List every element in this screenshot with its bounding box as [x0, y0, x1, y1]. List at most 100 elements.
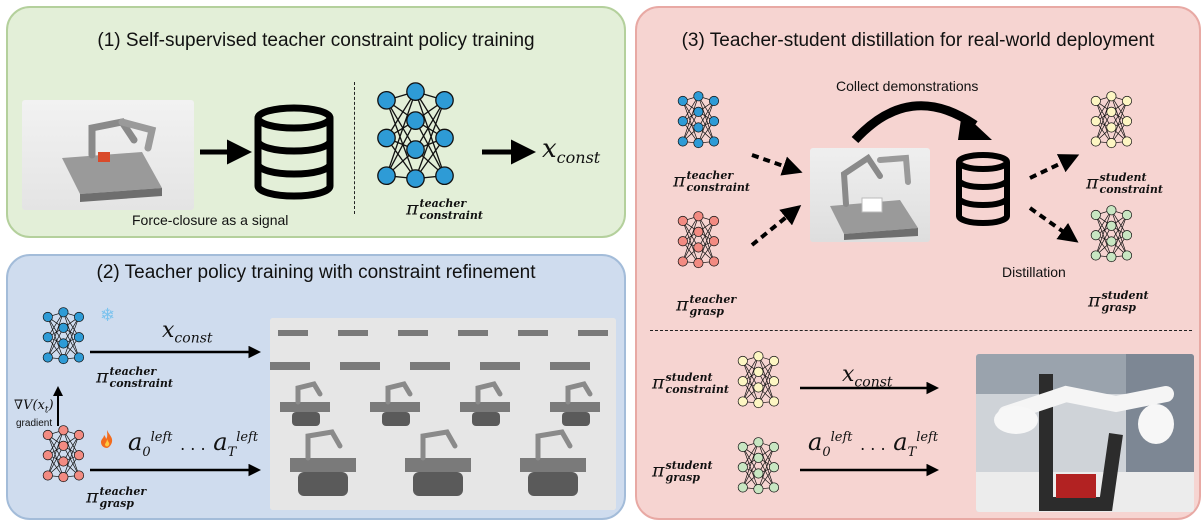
nn-node: [753, 452, 764, 463]
nn-edge: [1111, 111, 1128, 142]
nn-node: [708, 256, 720, 267]
arrow-db-to-student-constraint: [1029, 154, 1080, 180]
parallel-sim-image: [270, 318, 616, 510]
nn-edge: [414, 91, 446, 176]
action-sequence-p2: a0left . . . aTleft: [128, 428, 259, 460]
nn-edge: [698, 220, 715, 248]
nn-node: [677, 215, 688, 226]
nn-node: [1090, 209, 1101, 220]
nn-node: [693, 226, 704, 237]
sim-robot-drawing: [62, 118, 162, 202]
nn-edge: [698, 111, 715, 142]
nn-node: [768, 376, 780, 387]
nn-node: [406, 82, 425, 101]
nn-teacher-grasp: [42, 425, 85, 483]
nn-edge: [63, 445, 80, 476]
nn-node: [377, 90, 396, 110]
nn-edge: [47, 316, 64, 360]
nn-edge: [1111, 214, 1128, 258]
nn-node: [58, 307, 69, 318]
nn-student-constraint: [1090, 91, 1133, 149]
nn-edge: [47, 445, 64, 476]
nn-edge: [1095, 100, 1112, 144]
sim-robot-image: [22, 100, 194, 210]
nn-node: [406, 111, 425, 130]
nn-node: [693, 106, 704, 117]
nn-edge: [1111, 100, 1128, 128]
nn-edge: [1095, 214, 1112, 242]
snowflake-icon: ❄: [100, 305, 116, 325]
nn-node: [435, 90, 454, 110]
nn-edge: [385, 100, 417, 179]
nn-node: [1106, 220, 1117, 231]
fire-icon-shape: [101, 430, 113, 448]
nn-node: [768, 396, 780, 407]
nn-edge: [742, 360, 759, 388]
nn-node: [377, 128, 396, 148]
force-closure-caption: Force-closure as a signal: [132, 212, 289, 228]
nn-edge: [63, 434, 80, 462]
nn-edge: [1095, 210, 1112, 256]
separator-horizontal: [650, 330, 1192, 331]
nn-edge: [682, 100, 699, 128]
nn-edge: [758, 457, 775, 488]
nn-edge: [1111, 214, 1128, 242]
nn-node: [677, 136, 688, 147]
nn-node: [768, 441, 780, 452]
nn-edge: [698, 216, 715, 262]
nn-edge: [698, 220, 715, 264]
nn-deploy-grasp: [737, 437, 780, 495]
nn-teacher-grasp-p3: [677, 211, 720, 269]
nn-edge: [682, 220, 699, 264]
nn-node: [753, 437, 764, 448]
nn-edge: [682, 96, 699, 142]
nn-node: [1121, 136, 1133, 147]
nn-node: [708, 95, 720, 106]
nn-edge: [63, 430, 80, 476]
panel3-title: (3) Teacher-student distillation for rea…: [681, 30, 1155, 51]
arrow-teacher-grasp-to-sim: [750, 204, 802, 247]
nn-node: [753, 382, 764, 393]
nn-node: [1121, 230, 1133, 241]
nn-node: [73, 332, 85, 343]
nn-edge: [385, 99, 417, 150]
nn-node: [42, 450, 53, 461]
nn-edge: [742, 442, 759, 488]
nn-node: [737, 462, 748, 473]
nn-node: [1090, 230, 1101, 241]
nn-edge: [414, 100, 446, 179]
nn-teacher-constraint-p3: [677, 91, 720, 149]
gradient-formula: ∇V(xt): [14, 398, 54, 416]
nn-node: [1121, 116, 1133, 127]
nn-node: [58, 456, 69, 467]
nn-node: [42, 352, 53, 363]
nn-edge: [1095, 111, 1112, 142]
nn-node: [753, 366, 764, 377]
nn-edge: [682, 100, 699, 144]
nn-edge: [1095, 100, 1112, 128]
nn-node: [677, 116, 688, 127]
nn-node: [58, 354, 69, 365]
nn-edge: [698, 100, 715, 128]
nn-edge: [63, 327, 80, 358]
nn-node: [693, 122, 704, 133]
nn-node: [406, 169, 425, 188]
sim-robot-drawing-p3: [830, 153, 918, 240]
nn-node: [1121, 95, 1133, 106]
collect-demonstrations-label: Collect demonstrations: [836, 78, 979, 94]
nn-edge: [385, 91, 417, 176]
x-const-label-p2: xconst: [162, 318, 213, 347]
nn-node: [693, 211, 704, 222]
nn-node: [73, 352, 85, 363]
nn-node: [73, 429, 85, 440]
nn-node: [693, 91, 704, 102]
x-const-label: xconst: [542, 134, 601, 168]
nn-edge: [758, 360, 775, 388]
nn-edge: [742, 371, 759, 402]
nn-node: [58, 440, 69, 451]
nn-node: [1106, 122, 1117, 133]
